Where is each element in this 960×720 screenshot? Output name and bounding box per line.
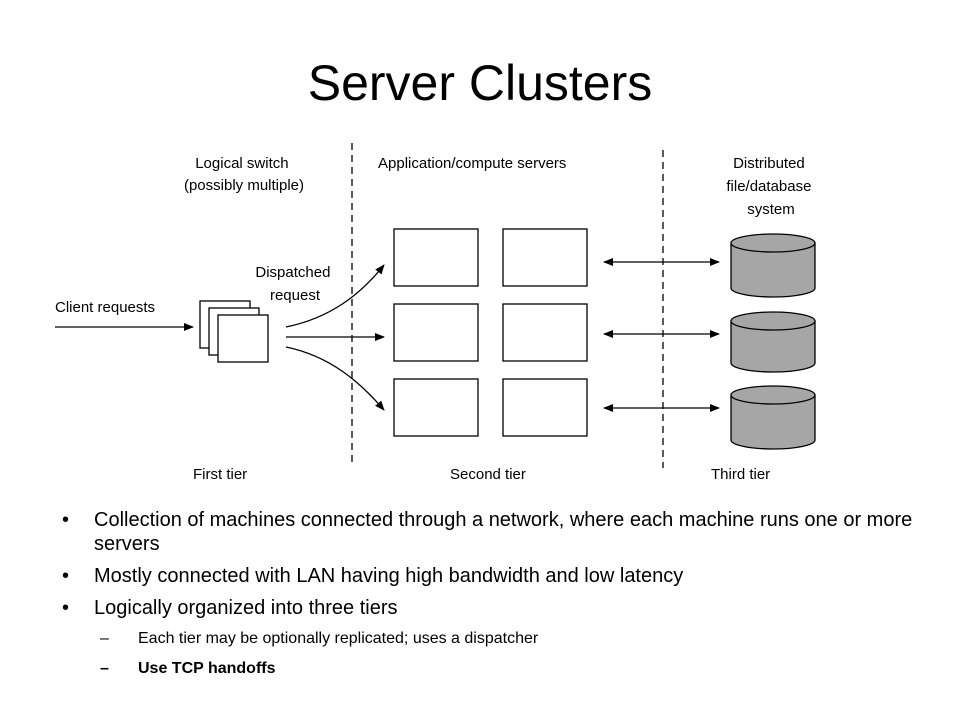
app-server-box	[393, 303, 479, 362]
app-server-box	[502, 378, 588, 437]
dispatch-arrow-bottom	[285, 346, 385, 411]
dispatched-label-line: Dispatched	[255, 264, 330, 281]
app-servers-label: Application/compute servers	[378, 155, 566, 172]
app-server-box	[502, 303, 588, 362]
first-tier-label: First tier	[193, 466, 247, 483]
dispatched-label-line: request	[270, 287, 321, 304]
second-tier-label: Second tier	[450, 466, 526, 483]
bullet-text: Collection of machines connected through…	[94, 509, 913, 555]
bullet-text: Logically organized into three tiers	[94, 597, 398, 619]
sub-bullet-text: Each tier may be optionally replicated; …	[138, 630, 539, 647]
app-server-box	[393, 228, 479, 287]
app-server-box	[393, 378, 479, 437]
logical-switch-label-line: Logical switch	[195, 155, 288, 172]
logical-switch-stack	[199, 300, 269, 363]
bullet-list: • Collection of machines connected throu…	[62, 508, 922, 688]
database-cylinder	[730, 385, 816, 450]
distributed-label-line: Distributed	[733, 155, 805, 172]
sub-bullet-text: Use TCP handoffs	[138, 660, 276, 677]
logical-switch-label: Logical switch (possibly multiple)	[184, 155, 304, 194]
server-cluster-diagram: Logical switch (possibly multiple) Appli…	[55, 143, 816, 483]
distributed-label-line: file/database	[726, 178, 811, 195]
bullet-item: • Logically organized into three tiers	[62, 596, 922, 620]
third-tier-label: Third tier	[711, 466, 770, 483]
logical-switch-label-line: (possibly multiple)	[184, 177, 304, 194]
distributed-label-line: system	[747, 201, 795, 218]
bullet-item: • Collection of machines connected throu…	[62, 508, 922, 556]
bullet-item: • Mostly connected with LAN having high …	[62, 564, 922, 588]
sub-bullet-item: – Each tier may be optionally replicated…	[62, 628, 922, 650]
bullet-text: Mostly connected with LAN having high ba…	[94, 565, 684, 587]
switch-box	[217, 314, 269, 363]
bullet-marker: •	[62, 597, 70, 619]
bullet-marker: •	[62, 565, 70, 587]
database-cylinder	[730, 311, 816, 373]
database-cylinder	[730, 233, 816, 298]
application-server-grid	[393, 228, 588, 437]
sub-bullet-marker: –	[100, 660, 109, 677]
slide-title: Server Clusters	[307, 55, 653, 111]
bullet-marker: •	[62, 509, 70, 531]
sub-bullet-item: – Use TCP handoffs	[62, 658, 922, 680]
client-requests-label: Client requests	[55, 299, 155, 316]
app-server-box	[502, 228, 588, 287]
dispatched-request-label: Dispatched request	[255, 264, 334, 304]
sub-bullet-marker: –	[100, 630, 109, 647]
distributed-system-label: Distributed file/database system	[726, 155, 815, 218]
dispatch-arrow-top	[285, 264, 385, 328]
